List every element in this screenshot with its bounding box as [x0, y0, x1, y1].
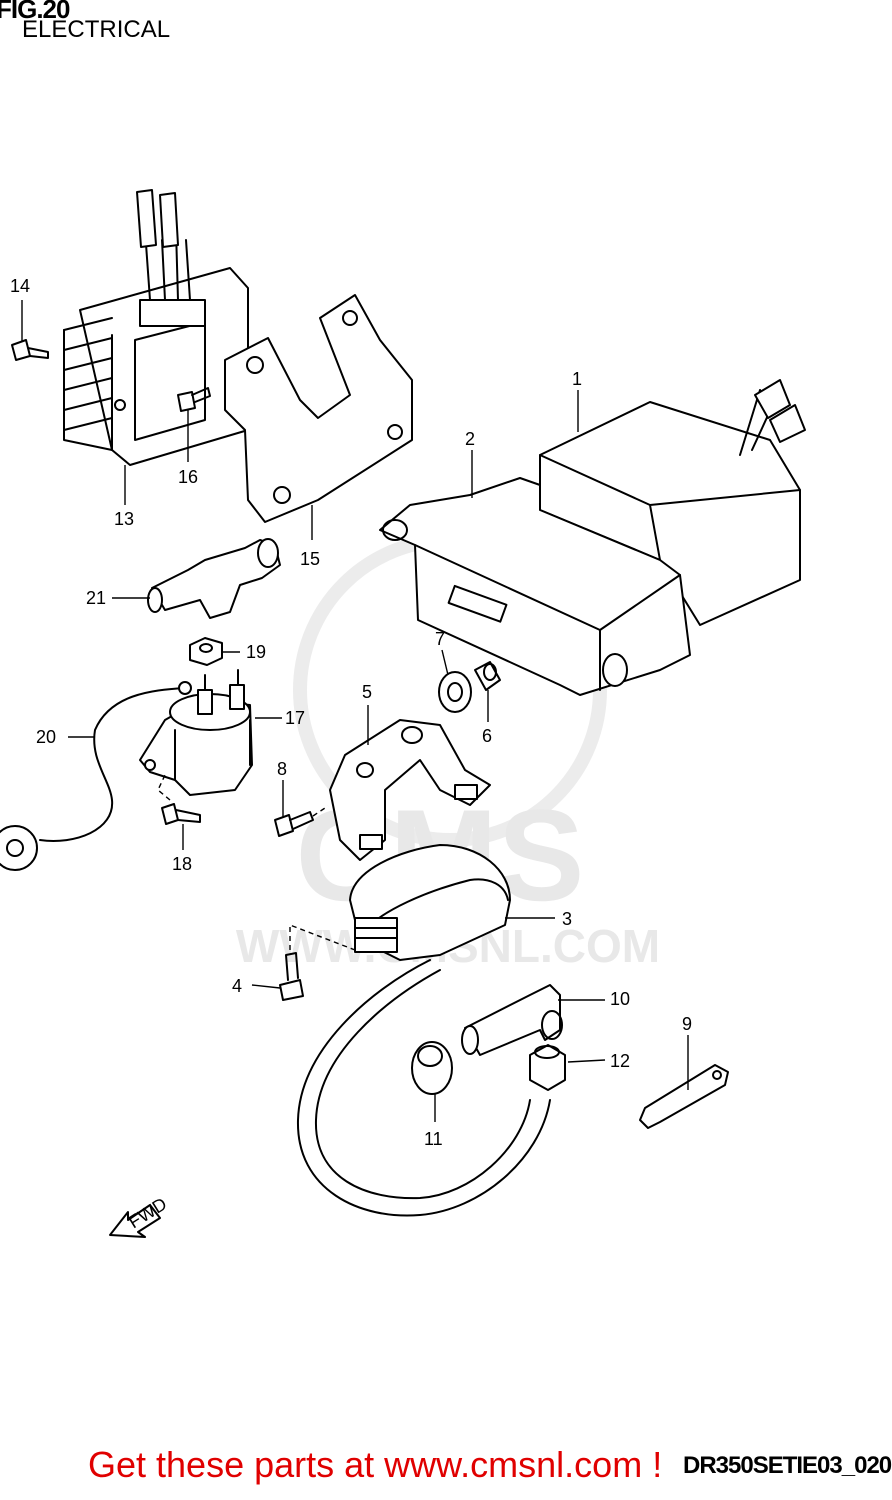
- callout-4: 4: [232, 976, 242, 996]
- part-1-cdi-unit: [539, 379, 806, 626]
- callout-15: 15: [300, 549, 320, 569]
- callout-9: 9: [682, 1014, 692, 1034]
- callout-18: 18: [172, 854, 192, 874]
- callout-5: 5: [362, 682, 372, 702]
- part-3-ignition-coil: [349, 844, 511, 961]
- part-14-bolt: [11, 339, 49, 361]
- part-16-bolt: [177, 387, 211, 412]
- callouts: 1 2 3 4 5 6 7 8 9 10 11 12 13 14 15 16 1…: [10, 276, 692, 1149]
- callout-12: 12: [610, 1051, 630, 1071]
- diagram-code: DR350SETIE03_020: [683, 1452, 892, 1479]
- callout-21: 21: [86, 588, 106, 608]
- callout-10: 10: [610, 989, 630, 1009]
- part-20-wire: [0, 681, 192, 871]
- part-6-spacer: [474, 661, 501, 691]
- figure-title: FIG.20: [0, 0, 70, 24]
- part-17-starter-relay: [139, 669, 253, 796]
- part-21-cap: [147, 538, 281, 619]
- part-9-clamp: [639, 1064, 729, 1129]
- callout-19: 19: [246, 642, 266, 662]
- part-11-rubber-cap: [411, 1041, 453, 1095]
- fwd-arrow: FWD: [109, 1194, 170, 1238]
- part-4-screw: [279, 923, 356, 1001]
- part-15-bracket: [224, 294, 413, 523]
- callout-2: 2: [465, 429, 475, 449]
- part-19-nut: [189, 637, 223, 666]
- part-5-bracket: [329, 719, 491, 861]
- figure-subtitle: ELECTRICAL: [22, 16, 171, 43]
- callout-14: 14: [10, 276, 30, 296]
- callout-17: 17: [285, 708, 305, 728]
- callout-7: 7: [435, 629, 445, 649]
- part-8-bolt: [274, 805, 329, 837]
- callout-8: 8: [277, 759, 287, 779]
- part-2-holder: [379, 477, 691, 696]
- callout-11: 11: [424, 1129, 443, 1149]
- part-10-plug-cap: [461, 984, 563, 1056]
- promo-link[interactable]: Get these parts at www.cmsnl.com !: [88, 1444, 663, 1485]
- callout-1: 1: [572, 369, 582, 389]
- part-12-suppressor: [529, 1044, 566, 1091]
- part-13-regulator: [63, 189, 249, 466]
- part-18-screw: [157, 774, 201, 825]
- callout-6: 6: [482, 726, 492, 746]
- callout-3: 3: [562, 909, 572, 929]
- callout-16: 16: [178, 467, 198, 487]
- part-7-grommet: [438, 671, 472, 713]
- callout-13: 13: [114, 509, 134, 529]
- part-ht-lead: [296, 959, 551, 1217]
- leader-lines: [21, 300, 689, 1122]
- callout-20: 20: [36, 727, 56, 747]
